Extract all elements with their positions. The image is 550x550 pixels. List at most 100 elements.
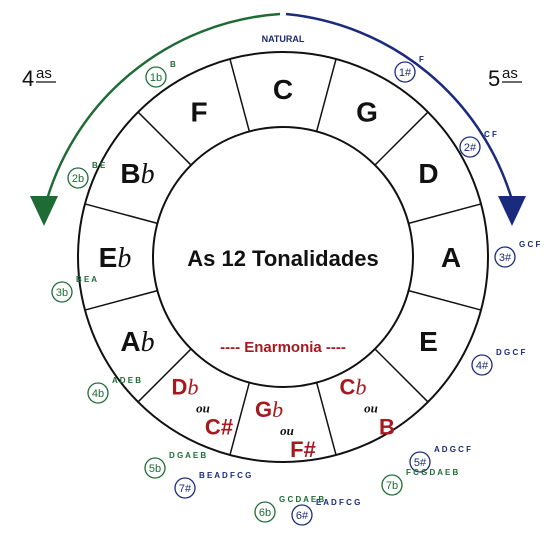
sector-dividers bbox=[84, 58, 482, 456]
key-sector: A bbox=[441, 242, 461, 273]
key-signature-badge: 2b B E bbox=[67, 161, 106, 189]
sector-divider bbox=[137, 111, 192, 166]
key-signature-notes: F bbox=[419, 55, 424, 64]
key-signature-label: 3b bbox=[56, 287, 68, 299]
key-signature-notes: D G A E B bbox=[169, 451, 206, 460]
key-signature-label: 3# bbox=[499, 252, 512, 264]
key-sector: Ab bbox=[120, 326, 154, 358]
fifths-label: 5 as bbox=[488, 65, 522, 91]
key-signature-label: 7# bbox=[179, 483, 192, 495]
fourths-label: 4 as bbox=[22, 65, 56, 91]
key-label-enharmonic: F# bbox=[290, 437, 316, 462]
svg-text:as: as bbox=[502, 65, 518, 82]
key-signature-notes: E A D F C G bbox=[316, 498, 360, 507]
sector-divider bbox=[408, 203, 482, 225]
key-signature-notes: C F bbox=[484, 130, 497, 139]
ou-connector: ou bbox=[364, 400, 378, 415]
key-signature-notes: B E A bbox=[76, 275, 97, 284]
key-signatures: 1# F 2# C F 3# G C F 4# D G C F 5# A D G C F 7b F C… bbox=[51, 55, 540, 526]
sector-divider bbox=[374, 348, 429, 403]
key-label: D bbox=[418, 158, 438, 189]
ou-connector: ou bbox=[280, 423, 294, 438]
key-signature-label: 7b bbox=[386, 480, 398, 492]
fourths-arrowhead bbox=[30, 196, 58, 226]
sector-divider bbox=[229, 382, 251, 456]
svg-text:4: 4 bbox=[22, 66, 34, 91]
svg-text:as: as bbox=[36, 65, 52, 82]
sector-divider bbox=[137, 348, 192, 403]
svg-text:5: 5 bbox=[488, 66, 500, 91]
sector-divider bbox=[84, 203, 158, 225]
key-sector: D bbox=[418, 158, 438, 189]
center-title: As 12 Tonalidades bbox=[187, 246, 379, 271]
key-sector: Eb bbox=[99, 242, 132, 274]
sector-divider bbox=[84, 289, 158, 311]
key-signature-badge: 3b B E A bbox=[51, 275, 97, 303]
key-label: Db bbox=[172, 374, 199, 399]
key-signature-badge: 7# B E A D F C G bbox=[174, 471, 251, 499]
key-signature-badge: 4# D G C F bbox=[471, 348, 525, 376]
key-signature-label: 2b bbox=[72, 173, 84, 185]
key-sector: E bbox=[419, 326, 438, 357]
key-signature-badge: 6b G C D A E B bbox=[254, 495, 324, 523]
key-signature-notes: B bbox=[170, 60, 176, 69]
key-signature-badge: 1b B bbox=[145, 60, 176, 88]
enharmonic-label: ---- Enarmonia ---- bbox=[220, 339, 346, 356]
key-signature-badge: 7b F C G D A E B bbox=[381, 468, 459, 496]
key-label: Eb bbox=[99, 242, 132, 274]
key-signature-notes: B E A D F C G bbox=[199, 471, 251, 480]
key-sector: G bbox=[356, 97, 378, 128]
key-label: Ab bbox=[120, 326, 154, 358]
key-signature-notes: B E bbox=[92, 161, 106, 170]
key-signature-badge: 1# F bbox=[394, 55, 424, 83]
key-signature-label: 1b bbox=[150, 72, 162, 84]
key-signature-label: 5b bbox=[149, 463, 161, 475]
key-label-enharmonic: C# bbox=[205, 414, 233, 439]
key-label: Cb bbox=[340, 374, 367, 399]
key-signature-label: 4b bbox=[92, 388, 104, 400]
key-signature-notes: A D E B bbox=[112, 376, 141, 385]
key-signature-label: 1# bbox=[399, 67, 412, 79]
key-label: C bbox=[273, 74, 293, 105]
key-signature-badge: 6# E A D F C G bbox=[291, 498, 360, 526]
fifths-arrowhead bbox=[498, 196, 526, 226]
key-signature-label: 6# bbox=[296, 510, 309, 522]
sector-divider bbox=[315, 382, 337, 456]
key-label: Bb bbox=[120, 158, 154, 190]
key-signature-badge: 2# C F bbox=[459, 130, 497, 158]
key-signature-label: 6b bbox=[259, 507, 271, 519]
natural-label: NATURAL bbox=[262, 34, 305, 44]
key-signature-badge: 4b A D E B bbox=[87, 376, 141, 404]
key-signature-notes: G C F bbox=[519, 240, 540, 249]
key-label: A bbox=[441, 242, 461, 273]
key-signature-notes: D G C F bbox=[496, 348, 525, 357]
sector-divider bbox=[408, 289, 482, 311]
key-signature-badge: 5# A D G C F bbox=[409, 445, 471, 473]
key-sector: F bbox=[190, 97, 207, 128]
key-signature-badge: 3# G C F bbox=[494, 240, 540, 268]
key-signature-label: 5# bbox=[414, 457, 427, 469]
sector-divider bbox=[374, 111, 429, 166]
key-label: G bbox=[356, 97, 378, 128]
key-signature-notes: G C D A E B bbox=[279, 495, 324, 504]
ou-connector: ou bbox=[196, 400, 210, 415]
fourths-arc bbox=[42, 12, 281, 211]
key-signature-notes: A D G C F bbox=[434, 445, 471, 454]
key-signature-notes: F C G D A E B bbox=[406, 468, 459, 477]
key-sector: C bbox=[273, 74, 293, 105]
sector-divider bbox=[315, 58, 337, 132]
key-label: E bbox=[419, 326, 438, 357]
key-signature-label: 4# bbox=[476, 360, 489, 372]
key-sector: Bb bbox=[120, 158, 154, 190]
sector-divider bbox=[229, 58, 251, 132]
key-signature-label: 2# bbox=[464, 142, 477, 154]
fifths-arc bbox=[285, 12, 514, 201]
key-label: Gb bbox=[255, 397, 283, 422]
inner-ring bbox=[152, 126, 414, 388]
key-label-enharmonic: B bbox=[379, 414, 395, 439]
